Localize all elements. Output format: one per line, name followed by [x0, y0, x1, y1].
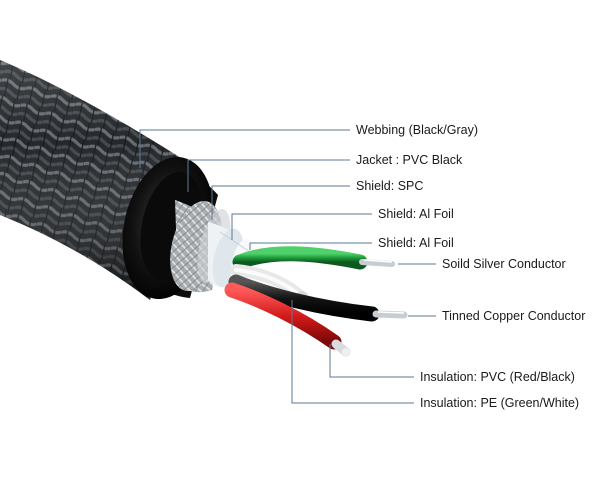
label-insulation-pvc: Insulation: PVC (Red/Black)	[420, 370, 575, 384]
label-shield-al-foil-2: Shield: Al Foil	[378, 236, 454, 250]
leader-webbing	[139, 129, 350, 168]
red-wire	[224, 282, 351, 357]
label-solid-silver-conductor: Soild Silver Conductor	[442, 257, 566, 271]
leader-lines	[139, 129, 436, 404]
label-tinned-copper-conductor: Tinned Copper Conductor	[442, 309, 586, 323]
label-jacket: Jacket : PVC Black	[356, 153, 463, 167]
label-webbing: Webbing (Black/Gray)	[356, 123, 479, 137]
black-wire	[228, 274, 408, 322]
label-shield-spc: Shield: SPC	[356, 179, 424, 193]
leader-jacket	[187, 159, 350, 192]
label-shield-al-foil-1: Shield: Al Foil	[378, 207, 454, 221]
leader-insulation-pe	[291, 300, 414, 404]
leader-shield-al-foil-2	[249, 242, 372, 250]
green-wire	[232, 246, 395, 270]
leader-shield-al-foil-1	[231, 213, 372, 240]
leader-insulation-pvc	[329, 344, 414, 378]
leader-shield-spc	[211, 185, 350, 220]
label-insulation-pe: Insulation: PE (Green/White)	[420, 396, 580, 410]
